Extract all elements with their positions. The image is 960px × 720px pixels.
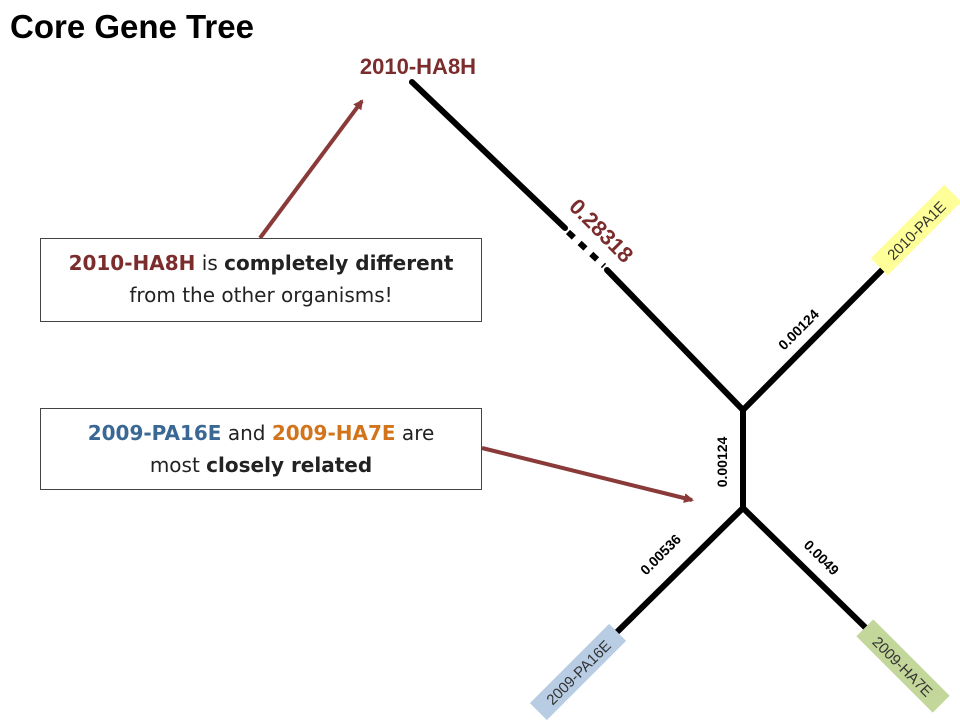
leaf-label-pa16e: 2009-PA16E <box>543 637 614 708</box>
callout-2-emphasis: closely related <box>206 453 373 477</box>
leaf-label-ha8h: 2010-HA8H <box>360 54 476 79</box>
callout-1-organism: 2010-HA8H <box>68 251 196 275</box>
leaf-badge-ha7e <box>856 619 950 713</box>
callout-2-line-1: 2009-PA16E and 2009-HA7E are <box>41 417 481 449</box>
callout-2-and: and <box>221 421 272 445</box>
branch-ha8h-upper <box>409 79 568 231</box>
callout-closely-related: 2009-PA16E and 2009-HA7E are most closel… <box>40 408 482 490</box>
callout-1-line-2: from the other organisms! <box>129 283 393 307</box>
page-title: Core Gene Tree <box>10 8 254 45</box>
callout-2-organism-2: 2009-HA7E <box>271 421 396 445</box>
branch-ha7e <box>740 505 873 635</box>
branch-pa16e <box>610 505 746 639</box>
arrow-to-tree-base <box>481 446 694 503</box>
callout-1-connector: is <box>195 251 225 275</box>
leaf-label-pa1e: 2010-PA1E <box>884 198 949 263</box>
callout-2-most: most <box>149 453 207 477</box>
leaf-badge-pa16e <box>529 623 627 720</box>
callout-2-line-2: most closely related <box>41 449 481 481</box>
leaf-badge-pa1e <box>870 184 960 276</box>
callout-2-organism-1: 2009-PA16E <box>87 421 222 445</box>
callout-1-line-1: 2010-HA8H is completely different <box>41 247 481 279</box>
arrow-to-ha8h <box>258 99 364 240</box>
branch-pa1e <box>740 267 885 413</box>
branch-length-internal: 0.00124 <box>714 436 730 487</box>
branch-length-pa1e: 0.00124 <box>775 306 822 353</box>
callout-ha8h-different: 2010-HA8H is completely different from t… <box>40 238 482 322</box>
leaf-label-ha7e: 2009-HA7E <box>869 634 936 701</box>
callout-2-are: are <box>395 421 435 445</box>
branch-length-ha8h: 0.28318 <box>564 194 638 268</box>
callout-1-emphasis: completely different <box>224 251 454 275</box>
branch-ha8h-lower <box>604 267 746 413</box>
